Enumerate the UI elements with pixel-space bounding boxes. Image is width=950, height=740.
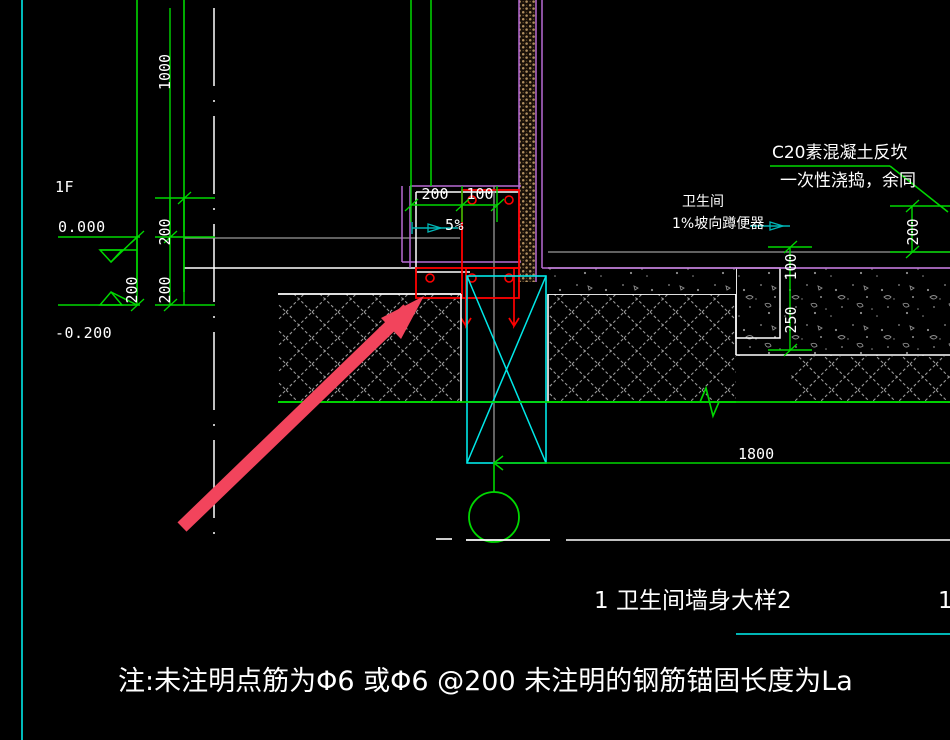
drawing-title-right-index: 1 — [938, 588, 950, 614]
dim-slash — [783, 240, 798, 254]
dim-slash — [783, 343, 798, 357]
red-annotation-arrow — [177, 296, 424, 532]
elevation-label-minus: -0.200 — [55, 324, 112, 342]
dim-label-right-100: 100 — [782, 253, 800, 280]
beam-box-lower — [466, 401, 547, 464]
dim-label-top-100: 100 — [466, 185, 493, 203]
dim-slash — [490, 198, 505, 212]
elev-marker-0-triangle — [98, 249, 124, 264]
dim-slash — [455, 198, 470, 212]
dim-label-left-200b: 200 — [156, 276, 174, 303]
leader-c20-diagonal — [889, 165, 949, 213]
dim-label-left-200a: 200 — [156, 218, 174, 245]
gravel-fill-mid — [548, 268, 736, 294]
label-bathroom: 卫生间 — [682, 194, 724, 210]
rebar-hook-left — [460, 268, 472, 329]
dim-slash — [404, 198, 419, 212]
floor-level-label: 1F — [55, 178, 74, 196]
dim-label-1800: 1800 — [738, 445, 774, 463]
dim-slash — [130, 298, 145, 312]
rebar-hook-right — [508, 268, 520, 329]
drawing-note: 注:未注明点筋为Φ6 或Φ6 @200 未注明的钢筋锚固长度为La — [118, 666, 853, 697]
beam-box-upper — [466, 275, 547, 403]
dim-slash — [163, 230, 178, 244]
gravel-fill-right — [736, 268, 950, 356]
note-c20-line1: C20素混凝土反坎 — [772, 143, 908, 163]
drawing-title: 1 卫生间墙身大样2 — [594, 588, 792, 614]
rebar-dot — [425, 273, 435, 283]
beam-x-diag-b — [466, 275, 547, 464]
dim-label-right-250: 250 — [782, 306, 800, 333]
slope-label-5pct: 5% — [445, 216, 464, 234]
leader-slope-arrow — [427, 223, 444, 233]
dim-slash — [130, 230, 145, 244]
dim-slash — [905, 199, 920, 213]
rebar-dot — [504, 195, 514, 205]
dim-slash — [905, 245, 920, 259]
break-symbol-grade — [699, 385, 720, 419]
section-bubble-circle — [468, 491, 520, 543]
leader-bathroom-arrow — [769, 221, 786, 231]
masonry-wall-fill — [519, 0, 536, 282]
dim-label-1000: 1000 — [156, 54, 174, 90]
rebar-dot — [504, 273, 514, 283]
footing-hatch-right — [548, 294, 736, 402]
footing-hatch-far-right — [790, 355, 950, 403]
elev-marker-1-triangle — [98, 290, 124, 306]
dim-label-left-200c: 200 — [123, 276, 141, 303]
elev-marker-1-leader — [110, 291, 138, 306]
elevation-label-0: 0.000 — [58, 218, 106, 236]
dim-label-top-200: 200 — [421, 185, 448, 203]
note-c20-line2: 一次性浇捣，余同 — [780, 171, 916, 191]
label-bathroom-slope: 1%坡向蹲便器 — [672, 216, 764, 232]
dim-slash — [163, 298, 178, 312]
dim-label-right-200: 200 — [904, 218, 922, 245]
